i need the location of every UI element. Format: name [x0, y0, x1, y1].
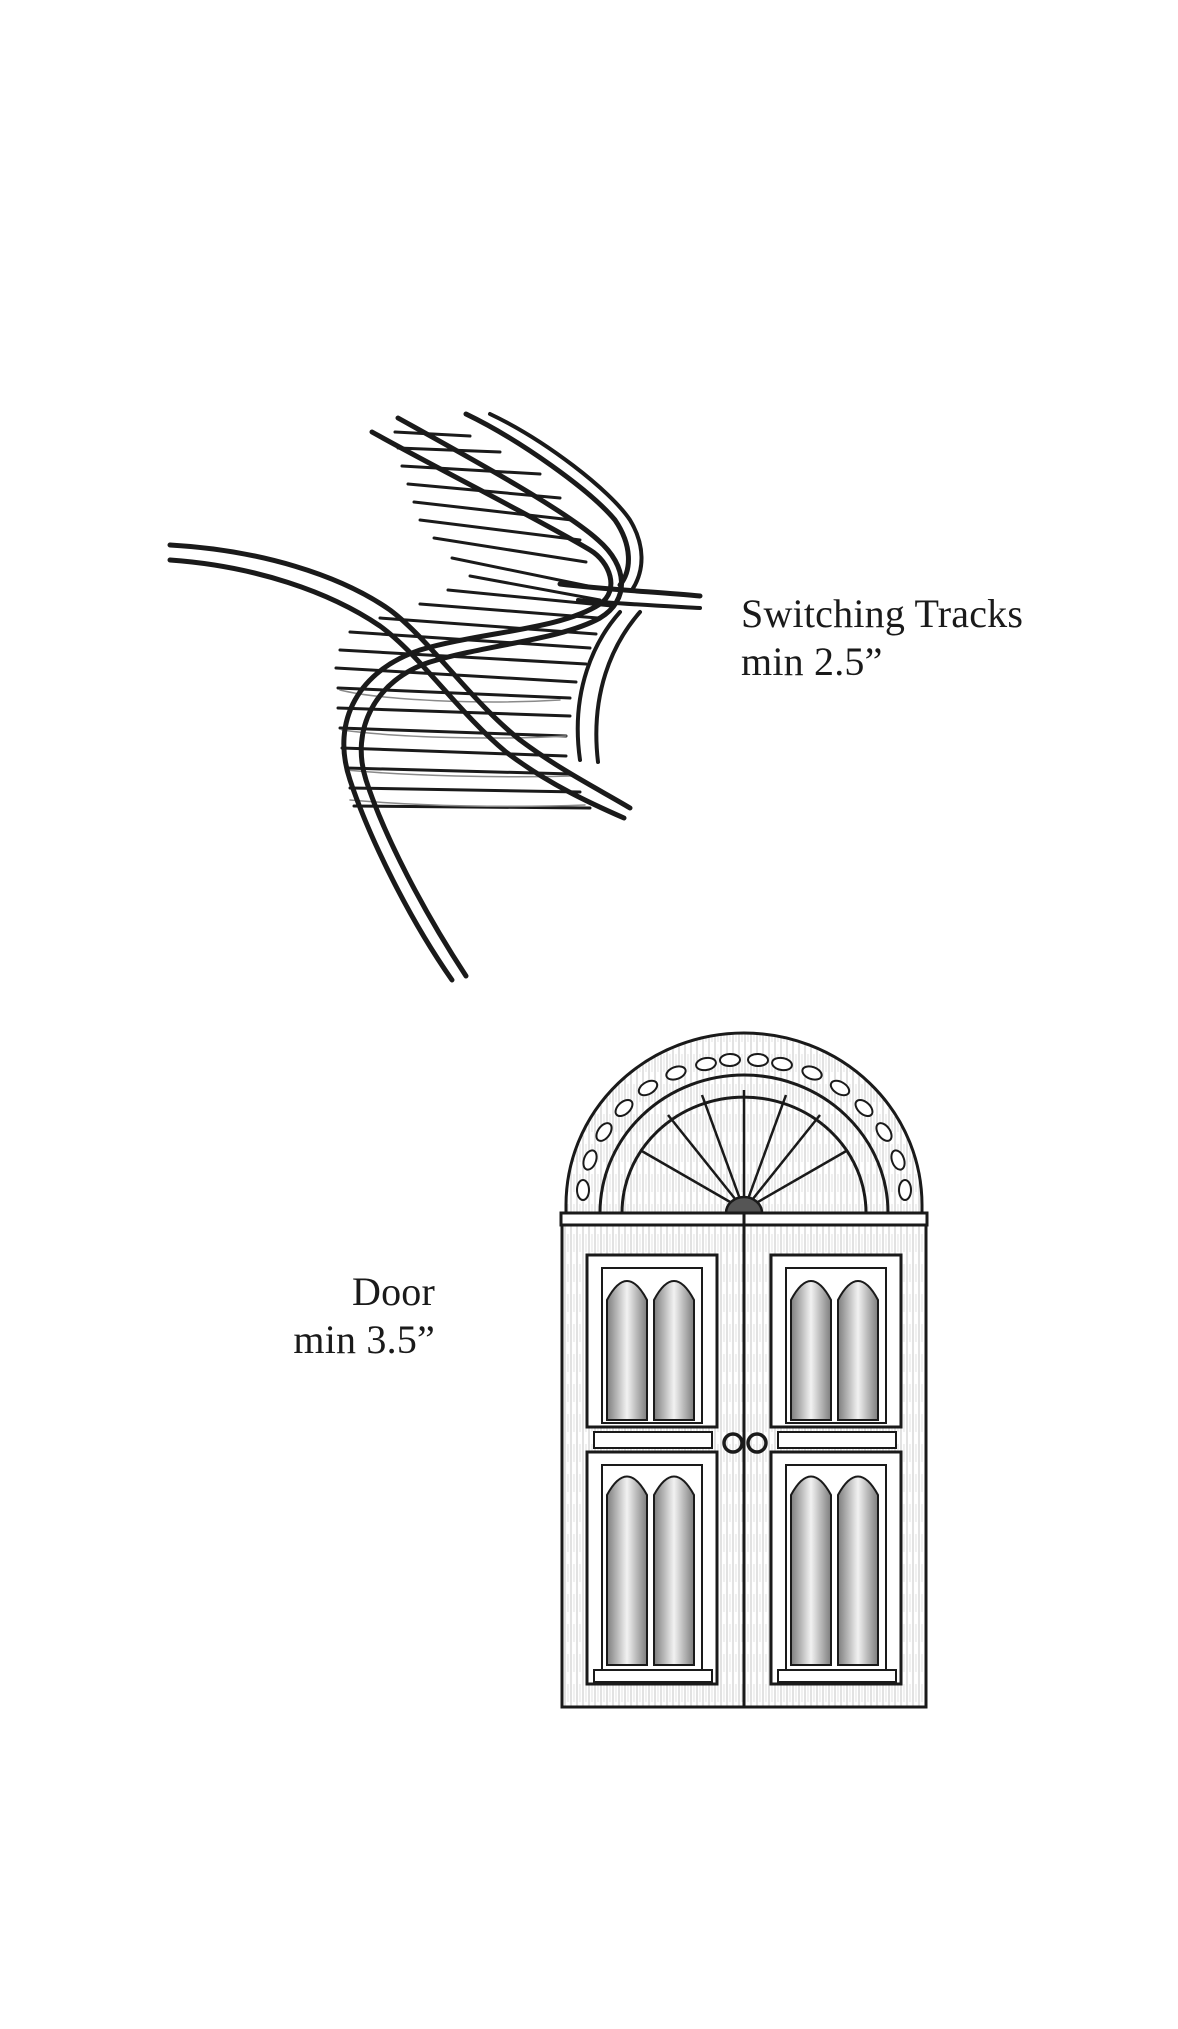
rail-right-curve	[575, 610, 642, 764]
arch-ovals	[576, 1052, 912, 1201]
rail-upper-inner	[358, 415, 624, 979]
tracks-caption: Switching Tracks min 2.5”	[741, 590, 1023, 686]
door-right-leaf	[769, 1253, 903, 1686]
tracks-title: Switching Tracks	[741, 591, 1024, 636]
arch-sunburst	[639, 1090, 849, 1214]
door-arch-inner	[598, 1073, 890, 1214]
rail-right-outer	[557, 581, 703, 599]
door-left-leaf	[585, 1253, 719, 1686]
tracks-size: min 2.5”	[741, 639, 883, 684]
door-caption: Door min 3.5”	[230, 1268, 435, 1364]
rail-top-b	[488, 412, 644, 592]
rail-top-a	[463, 411, 631, 588]
rail-upper-outer	[341, 429, 614, 983]
switching-tracks-drawing	[167, 411, 703, 983]
door-size: min 3.5”	[293, 1317, 435, 1362]
door-ring-handles	[722, 1432, 768, 1454]
door-drawing	[559, 1031, 929, 1709]
rail-right-inner	[576, 598, 702, 610]
rail-left-inner	[167, 557, 627, 821]
door-title: Door	[351, 1269, 435, 1314]
rail-left-outer	[167, 542, 633, 811]
track-shading	[339, 689, 586, 808]
